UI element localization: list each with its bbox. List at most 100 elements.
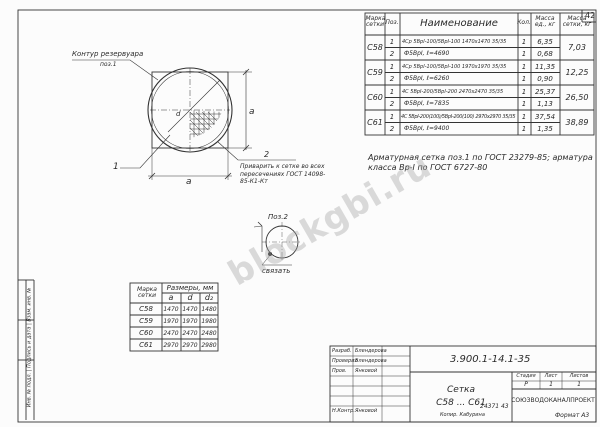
spec-qty: 1 bbox=[521, 100, 527, 108]
title-block-frame bbox=[329, 345, 597, 423]
spec-pos: 2 bbox=[389, 50, 395, 58]
spec-pos: 2 bbox=[389, 100, 395, 108]
sheet-value: 1 bbox=[549, 381, 553, 388]
spec-mass: 0,68 bbox=[537, 50, 553, 58]
org-name: СОЮЗВОДОКАНАЛПРОЕКТ bbox=[511, 397, 595, 404]
dims-a: 1470 bbox=[163, 306, 179, 313]
dims-a: 1970 bbox=[163, 318, 179, 325]
doc-code: 3.900.1-14.1-35 bbox=[450, 354, 531, 365]
dims-d1: 1470 bbox=[182, 306, 198, 313]
spec-name: 4Ср 5ВрI-100/5ВрI-100 1970x1970 35/35 bbox=[402, 64, 507, 70]
dims-header-mark: Марка сетки bbox=[137, 286, 157, 299]
spec-mass: 37,54 bbox=[534, 113, 556, 121]
tb-name: Блендерова bbox=[355, 358, 387, 364]
dims-mark: С61 bbox=[139, 341, 153, 349]
tb-name: Блендерова bbox=[355, 348, 387, 354]
side-stamp: Инв. № подл. | Подпись и дата | Взам. ин… bbox=[26, 287, 33, 408]
stage-value: Р bbox=[524, 381, 528, 388]
spec-mark: С61 bbox=[367, 118, 383, 127]
stage-header: Стадия bbox=[516, 373, 536, 379]
spec-pos: 1 bbox=[389, 63, 395, 71]
dims-d2: 2980 bbox=[201, 342, 217, 349]
spec-name: 4Ср 5ВрI-100/5ВрI-100 1470x1470 35/35 bbox=[402, 39, 507, 45]
spec-qty: 1 bbox=[521, 125, 527, 133]
spec-pos: 2 bbox=[389, 75, 395, 83]
dims-header-a: a bbox=[168, 293, 174, 302]
dims-a: 2970 bbox=[163, 342, 179, 349]
contour-label: Контур резервуара bbox=[72, 50, 144, 58]
dims-mark: С60 bbox=[139, 329, 153, 337]
spec-name: 4С 5ВрI-200(100)/5ВрI-200(100) 2970x2970… bbox=[401, 114, 516, 120]
dims-a: 2470 bbox=[163, 330, 179, 337]
spec-header-name: Наименование bbox=[420, 18, 498, 29]
copied-by: Копир. Кабурина bbox=[440, 412, 485, 418]
dims-header-d2: d₂ bbox=[204, 293, 214, 302]
sheets-header: Листов bbox=[569, 373, 589, 379]
tie-label: связать bbox=[262, 267, 291, 275]
dims-table-frame bbox=[129, 282, 219, 352]
dim-a-right: a bbox=[249, 107, 255, 117]
spec-qty: 1 bbox=[521, 38, 527, 46]
spec-mark: С60 bbox=[367, 93, 383, 102]
pos2-title: Поз.2 bbox=[268, 213, 288, 221]
spec-mark: С58 bbox=[367, 43, 383, 52]
spec-qty: 1 bbox=[521, 113, 527, 121]
sheet-frame bbox=[17, 9, 597, 423]
dim-a-bottom: a bbox=[186, 177, 192, 187]
dim-d: d bbox=[176, 110, 181, 118]
tb-name: Янковой bbox=[355, 368, 378, 374]
sheet-format: Формат А3 bbox=[555, 412, 590, 419]
dims-d1: 1970 bbox=[182, 318, 198, 325]
contour-pos-label: поз.1 bbox=[100, 61, 117, 68]
spec-name: Ф5ВрI, ℓ=9400 bbox=[404, 125, 450, 132]
dims-d2: 2480 bbox=[201, 330, 217, 337]
tb-role: Разраб. bbox=[332, 348, 352, 354]
dims-mark: С58 bbox=[139, 305, 153, 313]
spec-mark: С59 bbox=[367, 68, 383, 77]
dims-header-d1: d bbox=[187, 293, 193, 302]
spec-name: Ф5ВрI, ℓ=6260 bbox=[404, 75, 450, 82]
spec-header-mark: Марка сетки bbox=[365, 15, 386, 28]
dims-d2: 1480 bbox=[201, 306, 217, 313]
spec-total: 38,89 bbox=[565, 118, 589, 127]
tb-role: Н.Контр. bbox=[332, 408, 355, 414]
spec-pos: 1 bbox=[389, 113, 395, 121]
weld-number: 2 bbox=[264, 150, 270, 159]
spec-header-mass-unit: Масса ед., кг bbox=[534, 15, 556, 28]
spec-mass: 11,35 bbox=[534, 63, 556, 71]
tb-role: Проверил bbox=[332, 358, 358, 364]
dims-d1: 2970 bbox=[182, 342, 198, 349]
archive-number: 24371 43 bbox=[480, 403, 509, 410]
spec-pos: 2 bbox=[389, 125, 395, 133]
doc-title: Сетка bbox=[446, 385, 476, 395]
spec-mass: 1,13 bbox=[537, 100, 553, 108]
doc-marks: С58 ... С61 bbox=[436, 398, 486, 408]
spec-table-frame bbox=[364, 12, 595, 136]
spec-name: Ф5ВрI, ℓ=7835 bbox=[404, 100, 450, 107]
spec-qty: 1 bbox=[521, 75, 527, 83]
spec-total: 7,03 bbox=[568, 43, 586, 52]
spec-qty: 1 bbox=[521, 50, 527, 58]
spec-qty: 1 bbox=[521, 88, 527, 96]
spec-header-mass-total: Масса сетки, кг bbox=[562, 15, 592, 28]
dims-d2: 1980 bbox=[201, 318, 217, 325]
spec-name: Ф5ВрI, ℓ=4690 bbox=[404, 50, 450, 57]
spec-name: 4С 5ВрI-200/5ВрI-200 2470x2470 35/35 bbox=[402, 89, 504, 95]
spec-header-qty: Кол. bbox=[517, 19, 531, 26]
spec-pos: 1 bbox=[389, 88, 395, 96]
spec-mass: 1,35 bbox=[537, 125, 553, 133]
spec-total: 12,25 bbox=[565, 68, 589, 77]
sheet-number: 42 bbox=[585, 11, 596, 20]
tb-role: Пров. bbox=[332, 368, 347, 374]
general-note: Арматурная сетка поз.1 по ГОСТ 23279-85;… bbox=[368, 153, 593, 173]
spec-pos: 1 bbox=[389, 38, 395, 46]
spec-mass: 6,35 bbox=[537, 38, 553, 46]
weld-note: Приварить к сетке во всех пересечениях Г… bbox=[240, 163, 326, 185]
spec-header-pos: Поз. bbox=[385, 19, 399, 26]
spec-total: 26,50 bbox=[565, 93, 589, 102]
spec-mass: 25,37 bbox=[534, 88, 556, 96]
sheets-value: 1 bbox=[577, 381, 581, 388]
callout-1: 1 bbox=[113, 162, 119, 172]
